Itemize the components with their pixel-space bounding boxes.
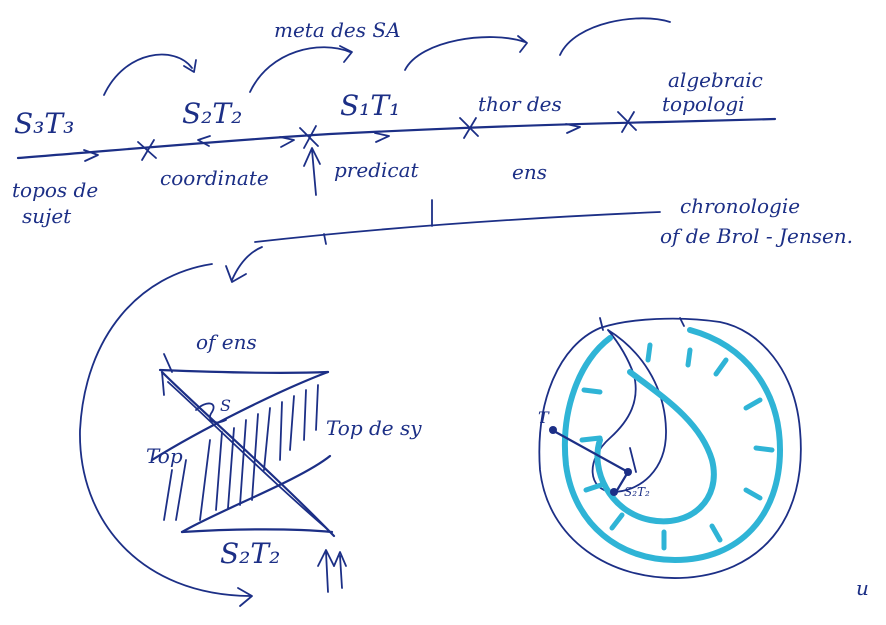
label-s2t2-bottom: S₂T₂ <box>220 537 281 570</box>
curved-arrow <box>231 246 263 281</box>
left-side <box>161 371 165 396</box>
curved-arrow-head <box>339 45 353 63</box>
torus-point <box>549 426 557 434</box>
loop-arrow-head <box>237 587 253 607</box>
main-timeline <box>16 117 777 160</box>
label-topologi: topologi <box>662 92 745 116</box>
triangle-diagram <box>150 353 347 593</box>
torus-outer <box>538 317 802 579</box>
label-topos: topos de <box>12 178 99 202</box>
up-arrow <box>303 147 321 196</box>
label-top-de-sy: Top de sy <box>326 416 422 440</box>
label-torus-s2t2: S₂T₂ <box>624 485 650 499</box>
label-of-ens: of ens <box>196 330 257 354</box>
curved-arrow <box>559 17 671 56</box>
label-s2t2: S₂T₂ <box>182 97 243 130</box>
diagonal-upper <box>150 370 330 462</box>
label-ens: ens <box>512 160 547 184</box>
curved-arrow-head <box>517 35 528 53</box>
note-brol-jensen: of de Brol - Jensen. <box>660 224 854 248</box>
label-thor-des: thor des <box>478 92 562 116</box>
curved-arrow <box>103 53 193 96</box>
curved-arrow <box>249 46 351 93</box>
bottom-edge <box>180 528 334 534</box>
timeline-arrow <box>374 132 390 143</box>
branch-line <box>254 211 661 243</box>
top-edge <box>158 368 330 374</box>
torus-point <box>624 468 632 476</box>
corner-mark: u <box>856 576 869 600</box>
up-arrow <box>333 551 347 589</box>
label-sujet: sujet <box>22 204 72 228</box>
curved-arrow-head <box>225 265 247 283</box>
diagonal-lower <box>180 454 332 534</box>
small-s-shape <box>195 402 227 424</box>
timeline-arrow <box>565 123 581 134</box>
label-algebraic: algebraic <box>668 68 763 92</box>
top-tick <box>163 353 173 373</box>
label-meta-des: meta des SA <box>274 18 401 42</box>
up-arrow <box>317 549 335 593</box>
label-top: Top <box>146 444 183 468</box>
loop-arc <box>79 263 251 597</box>
timeline-tick <box>137 139 157 161</box>
cross-diagonal <box>160 370 336 538</box>
timeline-tick <box>617 111 637 133</box>
label-s3t3: S₃T₃ <box>14 107 75 140</box>
label-torus-t: T <box>538 408 549 427</box>
torus-point-mark <box>599 317 685 331</box>
note-chronologie: chronologie <box>680 194 801 218</box>
torus-segment <box>550 428 630 474</box>
timeline-arrow <box>197 135 211 147</box>
branch-tick <box>323 233 327 245</box>
torus-inner <box>591 329 667 493</box>
torus-band-outer <box>562 327 783 563</box>
timeline-arrow <box>279 136 295 148</box>
torus-band-ticks <box>579 342 775 551</box>
torus-band-inner <box>594 369 717 525</box>
timeline-arrow <box>83 149 99 162</box>
label-s-mark: S <box>220 396 231 415</box>
timeline-tick <box>459 117 479 139</box>
curved-arrow-head <box>183 59 197 73</box>
label-predicat: predicat <box>334 158 419 182</box>
timeline-tick <box>299 125 319 149</box>
torus-diagram <box>538 317 802 579</box>
curved-arrow <box>404 36 526 71</box>
hatching <box>163 384 319 521</box>
label-coordinate: coordinate <box>160 166 269 190</box>
torus-point <box>610 488 618 496</box>
label-s1t1: S₁T₁ <box>340 89 401 122</box>
cross-diagonal-2 <box>167 381 327 529</box>
torus-inner-lines <box>629 447 637 473</box>
